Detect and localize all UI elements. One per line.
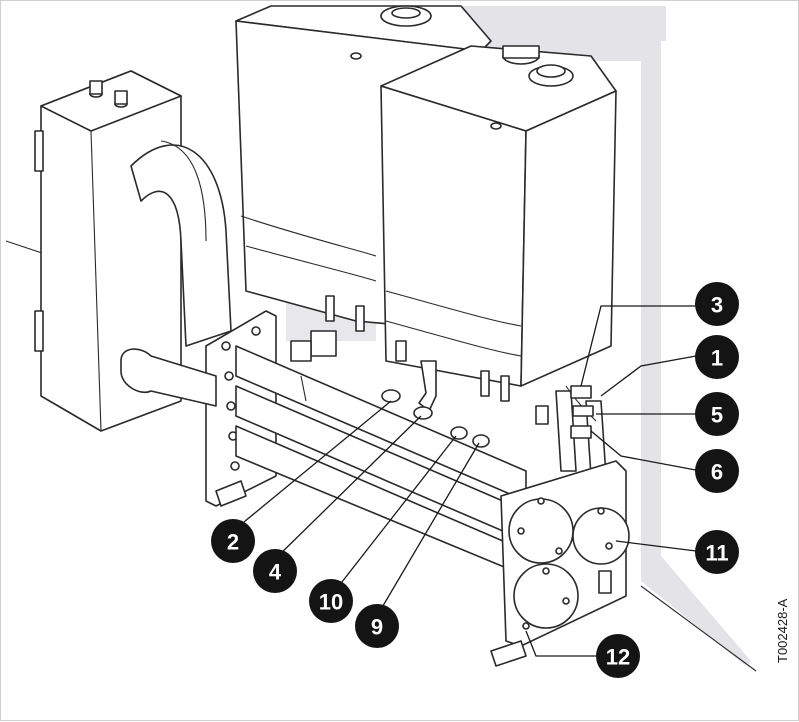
figure-reference-code: T002428-A [775, 598, 790, 663]
right-flange [490, 460, 630, 667]
callout-6-label: 6 [711, 460, 723, 485]
callout-11-label: 11 [705, 541, 728, 566]
callout-9-label: 9 [371, 615, 383, 640]
header-pipe-bend [130, 140, 232, 347]
callout-5: 5 [695, 392, 739, 436]
callout-6: 6 [695, 449, 739, 493]
callout-2-label: 2 [227, 530, 239, 555]
callout-10: 10 [309, 579, 353, 623]
callout-10-label: 10 [319, 590, 343, 615]
callout-3-label: 3 [711, 293, 723, 318]
callout-4-label: 4 [269, 560, 282, 585]
callout-3: 3 [695, 282, 739, 326]
manifold-pipes [120, 330, 527, 577]
callout-12: 12 [596, 634, 640, 678]
callout-9: 9 [355, 604, 399, 648]
connection-pipes [418, 360, 607, 477]
boiler-right [380, 45, 617, 402]
callout-12-label: 12 [606, 645, 630, 670]
callout-11: 11 [695, 530, 739, 574]
callout-2: 2 [211, 519, 255, 563]
leader-lines [232, 305, 702, 657]
callout-1-label: 1 [711, 346, 723, 371]
callout-5-label: 5 [711, 403, 723, 428]
callout-4: 4 [253, 549, 297, 593]
callout-1: 1 [695, 335, 739, 379]
